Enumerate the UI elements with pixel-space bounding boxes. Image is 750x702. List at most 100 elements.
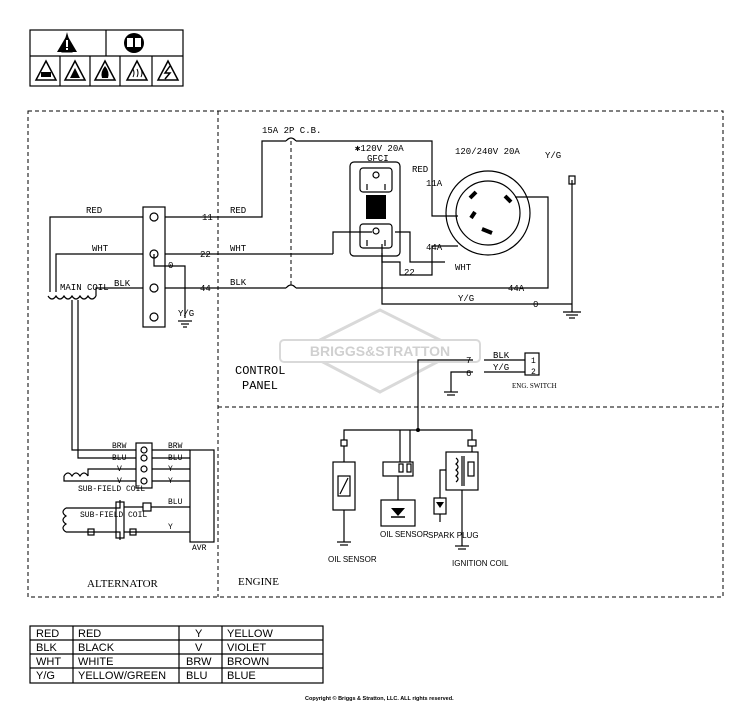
gfci-receptacle xyxy=(349,161,401,257)
warning-triangle-icon xyxy=(57,32,77,53)
wire-6: 6 xyxy=(466,369,471,379)
wire-blk-2: BLK xyxy=(230,278,247,288)
safety-icons-panel xyxy=(29,29,184,87)
avr-label: AVR xyxy=(192,544,207,553)
gfci-rating-label: ✱120V 20A xyxy=(355,144,404,154)
oil-sensor-label-2: OIL SENSOR xyxy=(380,530,429,539)
cb-label: 15A 2P C.B. xyxy=(262,126,321,136)
wire-red-gfci: RED xyxy=(412,165,428,175)
wire-yg-top: Y/G xyxy=(545,151,561,161)
legend-code: RED xyxy=(36,628,59,640)
terminal-ground xyxy=(153,254,192,328)
diagram-labels: 15A 2P C.B. ✱120V 20A GFCI 120/240V 20A … xyxy=(60,126,561,702)
copyright: Copyright © Briggs & Stratton, LLC. ALL … xyxy=(305,695,454,702)
wire-blu-l: BLU xyxy=(112,454,127,463)
eng-switch-label: ENG. SWITCH xyxy=(512,382,557,390)
legend-name: RED xyxy=(78,628,101,640)
wire-11: 11 xyxy=(202,213,213,223)
legend-code: Y/G xyxy=(36,670,55,682)
control-panel-wiring xyxy=(165,137,581,319)
sub-field-coil-1: SUB-FIELD COIL xyxy=(78,485,145,494)
wire-blk-1: BLK xyxy=(114,279,131,289)
wire-brw-l: BRW xyxy=(112,442,127,451)
legend-code-2: BLU xyxy=(186,670,207,682)
alternator-label: ALTERNATOR xyxy=(87,578,159,590)
wire-22: 22 xyxy=(200,250,211,260)
legend-row: Y/G YELLOW/GREEN BLU BLUE xyxy=(36,670,256,682)
wire-wht-2: WHT xyxy=(455,263,472,273)
legend-code: BLK xyxy=(36,642,57,654)
wire-brw-r: BRW xyxy=(168,442,183,451)
oil-sensor-right xyxy=(380,461,416,527)
legend-name-2: BROWN xyxy=(227,656,269,668)
legend-code: WHT xyxy=(36,656,61,668)
wire-blu-r: BLU xyxy=(168,454,183,463)
engine-label: ENGINE xyxy=(238,576,279,588)
hot-surface-icon xyxy=(125,59,149,81)
electric-hazard-icon xyxy=(156,59,180,81)
terminal-block xyxy=(142,206,166,328)
wire-0-b: 0 xyxy=(533,300,538,310)
legend-code-2: Y xyxy=(195,628,203,640)
wire-y-r1: Y xyxy=(168,465,173,474)
wire-wht-1: WHT xyxy=(92,244,109,254)
wire-44: 44 xyxy=(200,284,211,294)
gfci-label: GFCI xyxy=(367,154,389,164)
shock-hazard-icon xyxy=(34,59,58,81)
wire-0-a: 0 xyxy=(168,261,173,271)
wire-blk-sw: BLK xyxy=(493,351,510,361)
ignition-system xyxy=(433,439,479,550)
avr-module xyxy=(62,438,215,543)
watermark: BRIGGS&STRATTON xyxy=(279,308,481,394)
wire-44a-1: 44A xyxy=(426,243,443,253)
legend-name-2: VIOLET xyxy=(227,642,266,654)
main-coil xyxy=(47,216,143,446)
spark-plug-label: SPARK PLUG xyxy=(428,531,479,540)
wire-blu-2: BLU xyxy=(168,498,183,507)
wire-22-b: 22 xyxy=(404,268,415,278)
engine-switch xyxy=(417,352,540,430)
legend-name-2: YELLOW xyxy=(227,628,273,640)
legend-row: BLK BLACK V VIOLET xyxy=(36,642,266,654)
main-coil-label: MAIN COIL xyxy=(60,283,109,293)
legend-row: RED RED Y YELLOW xyxy=(36,628,273,640)
switch-pin-2: 2 xyxy=(531,368,536,377)
wire-7: 7 xyxy=(466,356,471,366)
ignition-coil-label: IGNITION COIL xyxy=(452,559,509,568)
color-legend-table: RED RED Y YELLOW BLK BLACK V VIOLET WHT … xyxy=(29,625,324,684)
wire-yg-1: Y/G xyxy=(178,309,194,319)
twistlock-receptacle xyxy=(445,170,531,256)
legend-name-2: BLUE xyxy=(227,670,256,682)
fire-hazard-icon xyxy=(93,59,117,81)
wire-y-3: Y xyxy=(168,523,173,532)
wire-v-2: V xyxy=(117,477,122,486)
legend-row: WHT WHITE BRW BROWN xyxy=(36,656,269,668)
wire-11a: 11A xyxy=(426,179,443,189)
legend-name: YELLOW/GREEN xyxy=(78,670,166,682)
explosion-hazard-icon xyxy=(63,59,87,81)
engine-wiring xyxy=(343,428,473,462)
wire-red-2: RED xyxy=(230,206,246,216)
sub-field-coil-2: SUB-FIELD COIL xyxy=(80,511,147,520)
switch-pin-1: 1 xyxy=(531,357,536,366)
wire-wht-3: WHT xyxy=(230,244,247,254)
manual-book-icon xyxy=(124,33,144,53)
oil-sensor-left xyxy=(332,439,356,546)
watermark-text: BRIGGS&STRATTON xyxy=(310,343,450,359)
wire-v-1: V xyxy=(117,465,122,474)
wire-yg-2: Y/G xyxy=(458,294,474,304)
control-panel-label-2: PANEL xyxy=(242,379,278,393)
wire-yg-sw: Y/G xyxy=(493,363,509,373)
control-panel-label-1: CONTROL xyxy=(235,364,285,378)
legend-code-2: BRW xyxy=(186,656,212,668)
legend-name: BLACK xyxy=(78,642,115,654)
legend-name: WHITE xyxy=(78,656,113,668)
oil-sensor-label-1: OIL SENSOR xyxy=(328,555,377,564)
region-borders xyxy=(27,110,724,598)
wire-red-1: RED xyxy=(86,206,102,216)
twistlock-label: 120/240V 20A xyxy=(455,147,520,157)
wire-44a-2: 44A xyxy=(508,284,525,294)
legend-code-2: V xyxy=(195,642,203,654)
wire-y-r2: Y xyxy=(168,477,173,486)
